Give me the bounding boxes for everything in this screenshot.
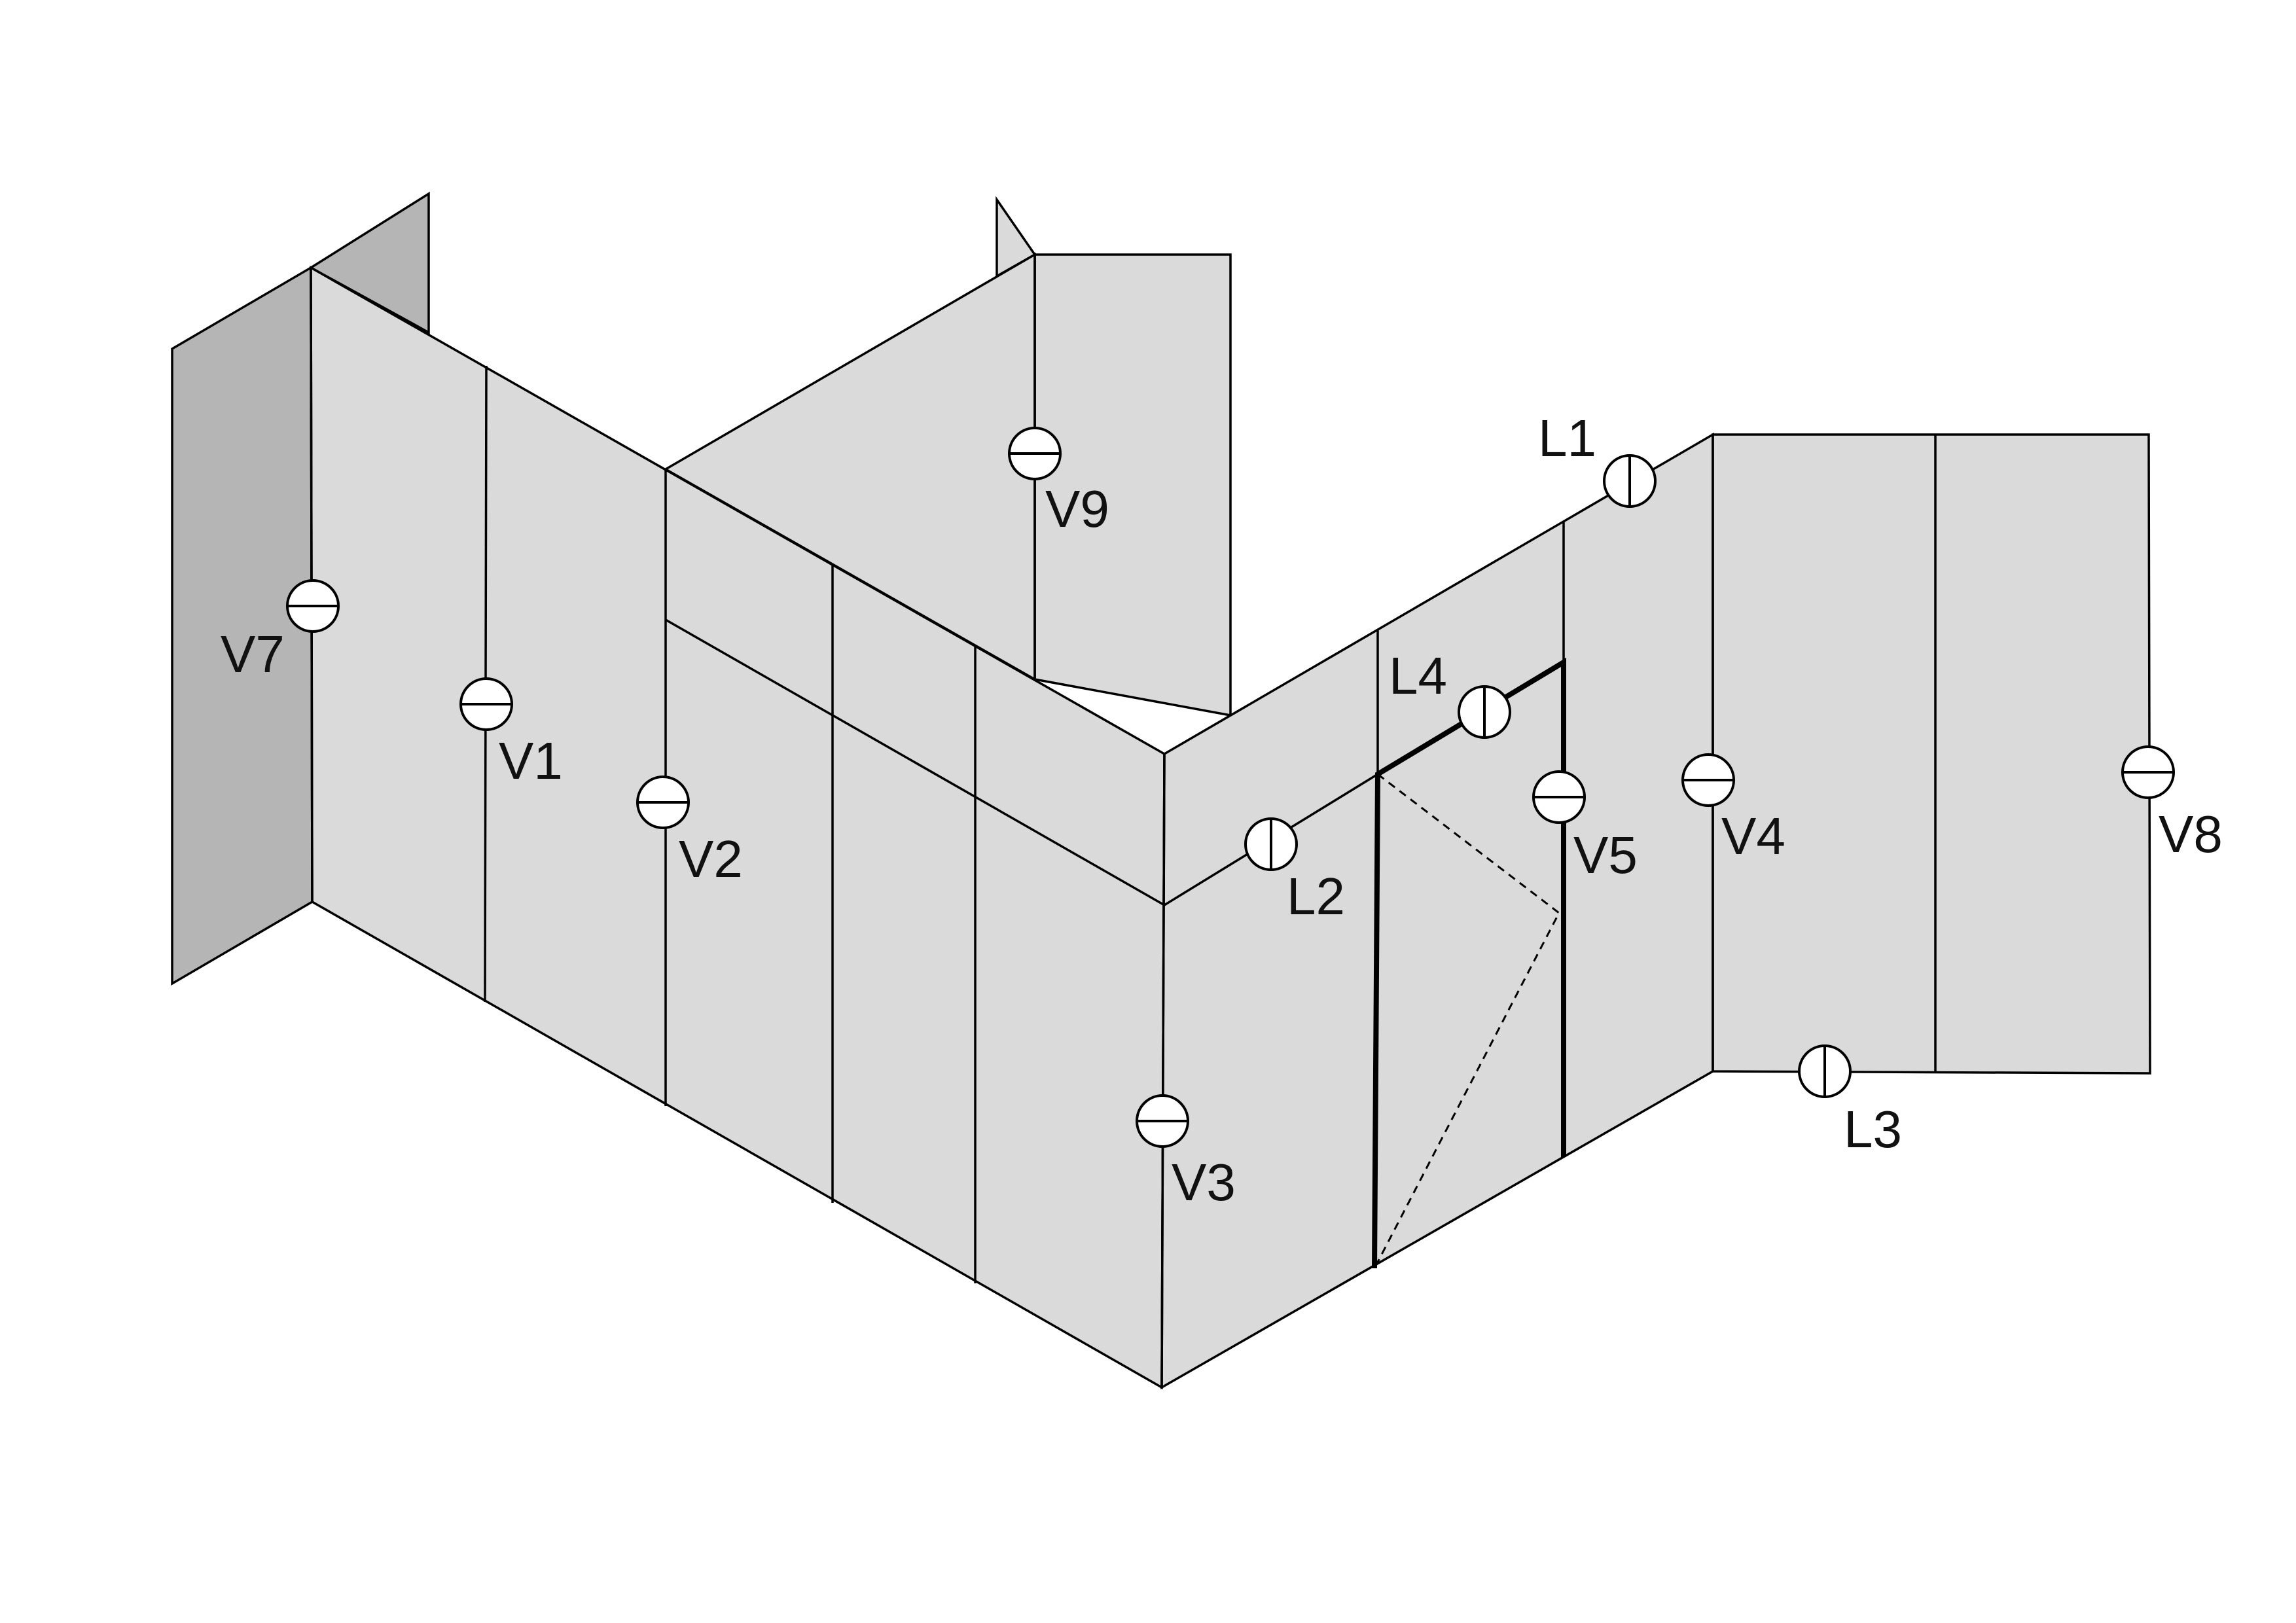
marker-v9-label: V9 <box>1045 480 1109 538</box>
markers: V7 V1 V2 V9 V3 L2 <box>221 409 2223 1211</box>
marker-l1-label: L1 <box>1538 409 1596 467</box>
marker-l3: L3 <box>1798 1044 1902 1158</box>
right-flat-wall <box>1712 433 2151 1075</box>
marker-l3-label: L3 <box>1844 1100 1902 1158</box>
door-swing <box>1373 773 1560 1269</box>
marker-v7-label: V7 <box>221 625 285 683</box>
panel-seams <box>310 255 1937 1388</box>
marker-v1-label: V1 <box>499 732 563 790</box>
marker-v3-label: V3 <box>1172 1153 1236 1211</box>
marker-v5: V5 <box>1532 770 1638 884</box>
marker-l1: L1 <box>1538 409 1657 508</box>
right-angled-wall <box>1160 432 1714 1390</box>
marker-v2: V2 <box>636 776 743 888</box>
wall-panels <box>171 191 2151 1390</box>
marker-v7: V7 <box>221 579 340 683</box>
marker-v2-label: V2 <box>679 830 743 888</box>
marker-v8-label: V8 <box>2159 805 2223 863</box>
marker-v4-label: V4 <box>1721 807 1785 865</box>
marker-v1: V1 <box>459 677 563 790</box>
marker-l2: L2 <box>1244 817 1345 925</box>
marker-l4: L4 <box>1389 647 1511 739</box>
marker-v4: V4 <box>1681 753 1785 865</box>
marker-v3: V3 <box>1136 1094 1236 1211</box>
seam-horizontal <box>665 618 1378 907</box>
marker-v8: V8 <box>2121 745 2223 863</box>
seam-v3 <box>1160 753 1166 1388</box>
marker-l2-label: L2 <box>1287 867 1345 925</box>
marker-l4-label: L4 <box>1389 647 1447 705</box>
marker-v9: V9 <box>1008 427 1109 538</box>
marker-v5-label: V5 <box>1573 826 1638 884</box>
